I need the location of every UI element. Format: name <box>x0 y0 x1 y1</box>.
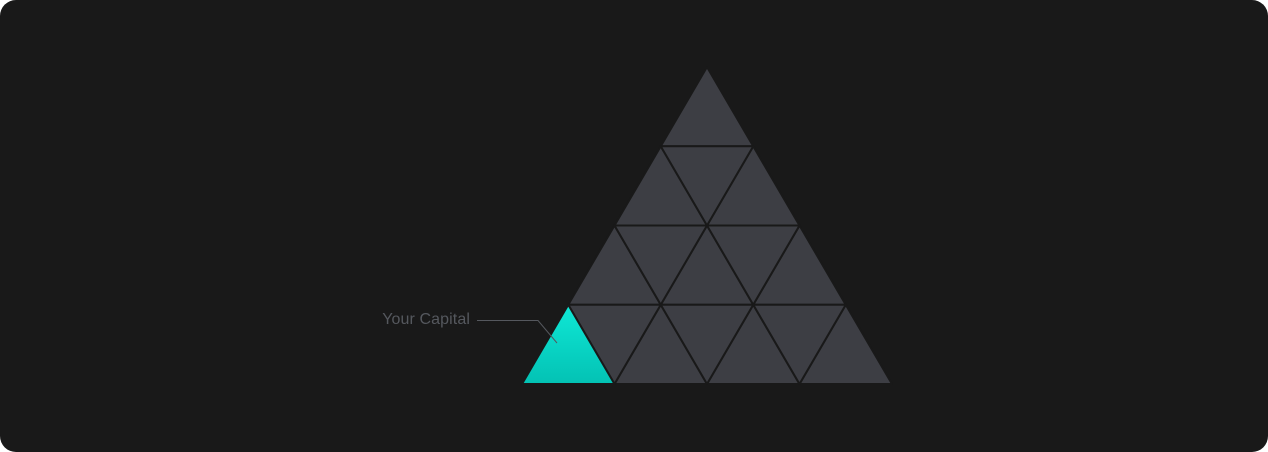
pyramid-tile-up <box>659 66 755 148</box>
pyramid-tile-down <box>706 224 801 306</box>
pyramid-tile-down <box>659 303 755 385</box>
pyramid-tiles <box>521 66 893 385</box>
callout-label: Your Capital <box>382 311 470 328</box>
highlighted-tile <box>521 303 616 385</box>
callout-leader-line <box>477 320 558 344</box>
pyramid-tile-down <box>659 145 755 227</box>
pyramid-tile-down <box>752 303 847 385</box>
pyramid-tile-down <box>613 224 708 306</box>
